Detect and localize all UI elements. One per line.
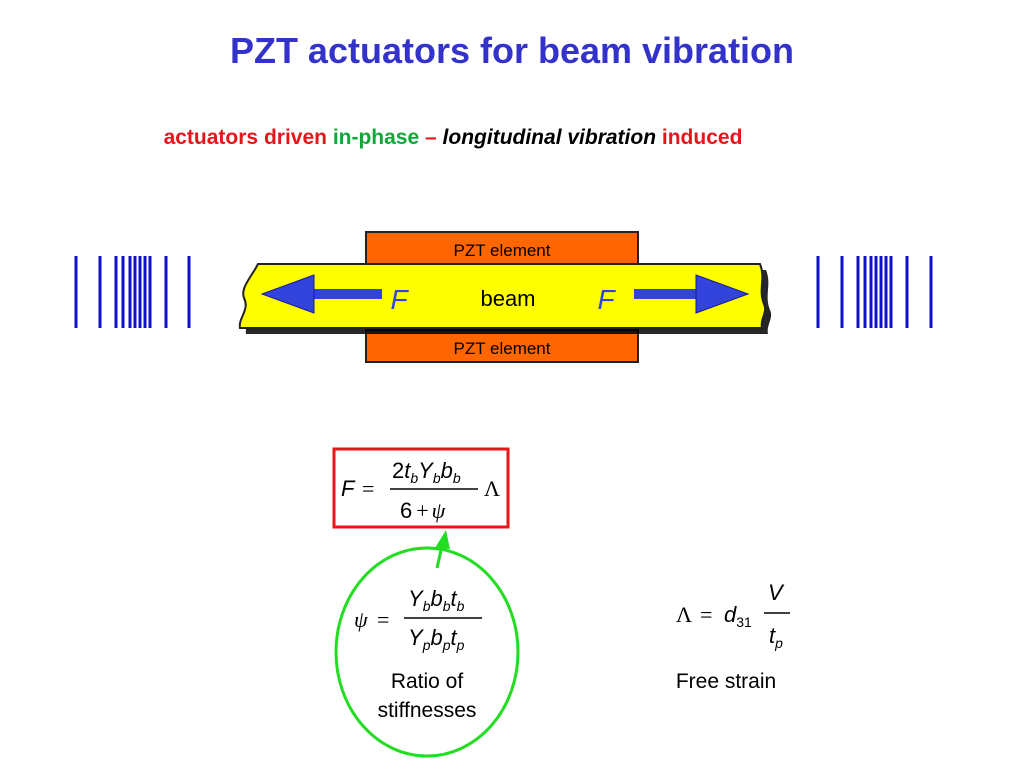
force-label-left: F	[390, 284, 409, 315]
subtitle-dash: –	[425, 126, 437, 149]
force-eq-lhs: F	[341, 476, 356, 501]
force-label-right: F	[597, 284, 616, 315]
force-eq-equals: =	[362, 476, 374, 501]
pzt-element-bottom: PZT element	[365, 329, 639, 363]
beam: beam	[238, 263, 772, 334]
right-vibration-stripes	[816, 256, 933, 328]
lambda-eq-lhs: Λ	[676, 602, 692, 627]
subtitle-part-induced: induced	[661, 126, 743, 149]
free-strain-caption: Free strain	[675, 670, 777, 693]
subtitle: actuators driven in-phase – longitudinal…	[0, 126, 906, 150]
lambda-equation: Λ = d31 V tp	[676, 580, 790, 651]
psi-eq-lhs: ψ	[354, 607, 368, 632]
force-equation-box: F = 2tbYbbb 6+ψ Λ	[332, 447, 510, 529]
psi-equation: ψ = Ybbbtb Ypbptp	[354, 586, 482, 653]
lambda-eq-denominator: tp	[769, 623, 783, 651]
lambda-eq-d: d31	[724, 602, 752, 630]
caption-ratio-line2: stiffnesses	[377, 699, 477, 722]
pzt-element-top: PZT element	[365, 231, 639, 265]
right-force-arrow: F	[597, 274, 750, 315]
subtitle-part-longitudinal: longitudinal vibration	[442, 126, 657, 149]
psi-eq-equals: =	[377, 607, 389, 632]
psi-eq-numerator: Ybbbtb	[408, 586, 465, 614]
lambda-eq-equals: =	[700, 602, 712, 627]
subtitle-part-in-phase: in-phase	[332, 126, 420, 149]
left-force-arrow: F	[260, 274, 409, 315]
force-eq-numerator: 2tbYbbb	[392, 458, 461, 486]
pzt-top-label: PZT element	[453, 241, 550, 260]
psi-eq-denominator: Ypbptp	[408, 625, 465, 653]
force-eq-lambda: Λ	[484, 476, 500, 501]
caption-ratio-line1: Ratio of	[390, 670, 464, 693]
left-vibration-stripes	[74, 256, 191, 328]
lambda-eq-voltage: V	[768, 580, 785, 605]
beam-label: beam	[480, 286, 535, 311]
force-eq-denominator: 6+ψ	[400, 498, 446, 523]
stiffness-ratio-circle	[334, 546, 520, 758]
pzt-bottom-label: PZT element	[453, 339, 550, 358]
ratio-of-stiffnesses-caption: Ratio of stiffnesses	[337, 667, 517, 725]
subtitle-part-actuators: actuators driven	[163, 126, 327, 149]
page-title: PZT actuators for beam vibration	[229, 30, 795, 71]
